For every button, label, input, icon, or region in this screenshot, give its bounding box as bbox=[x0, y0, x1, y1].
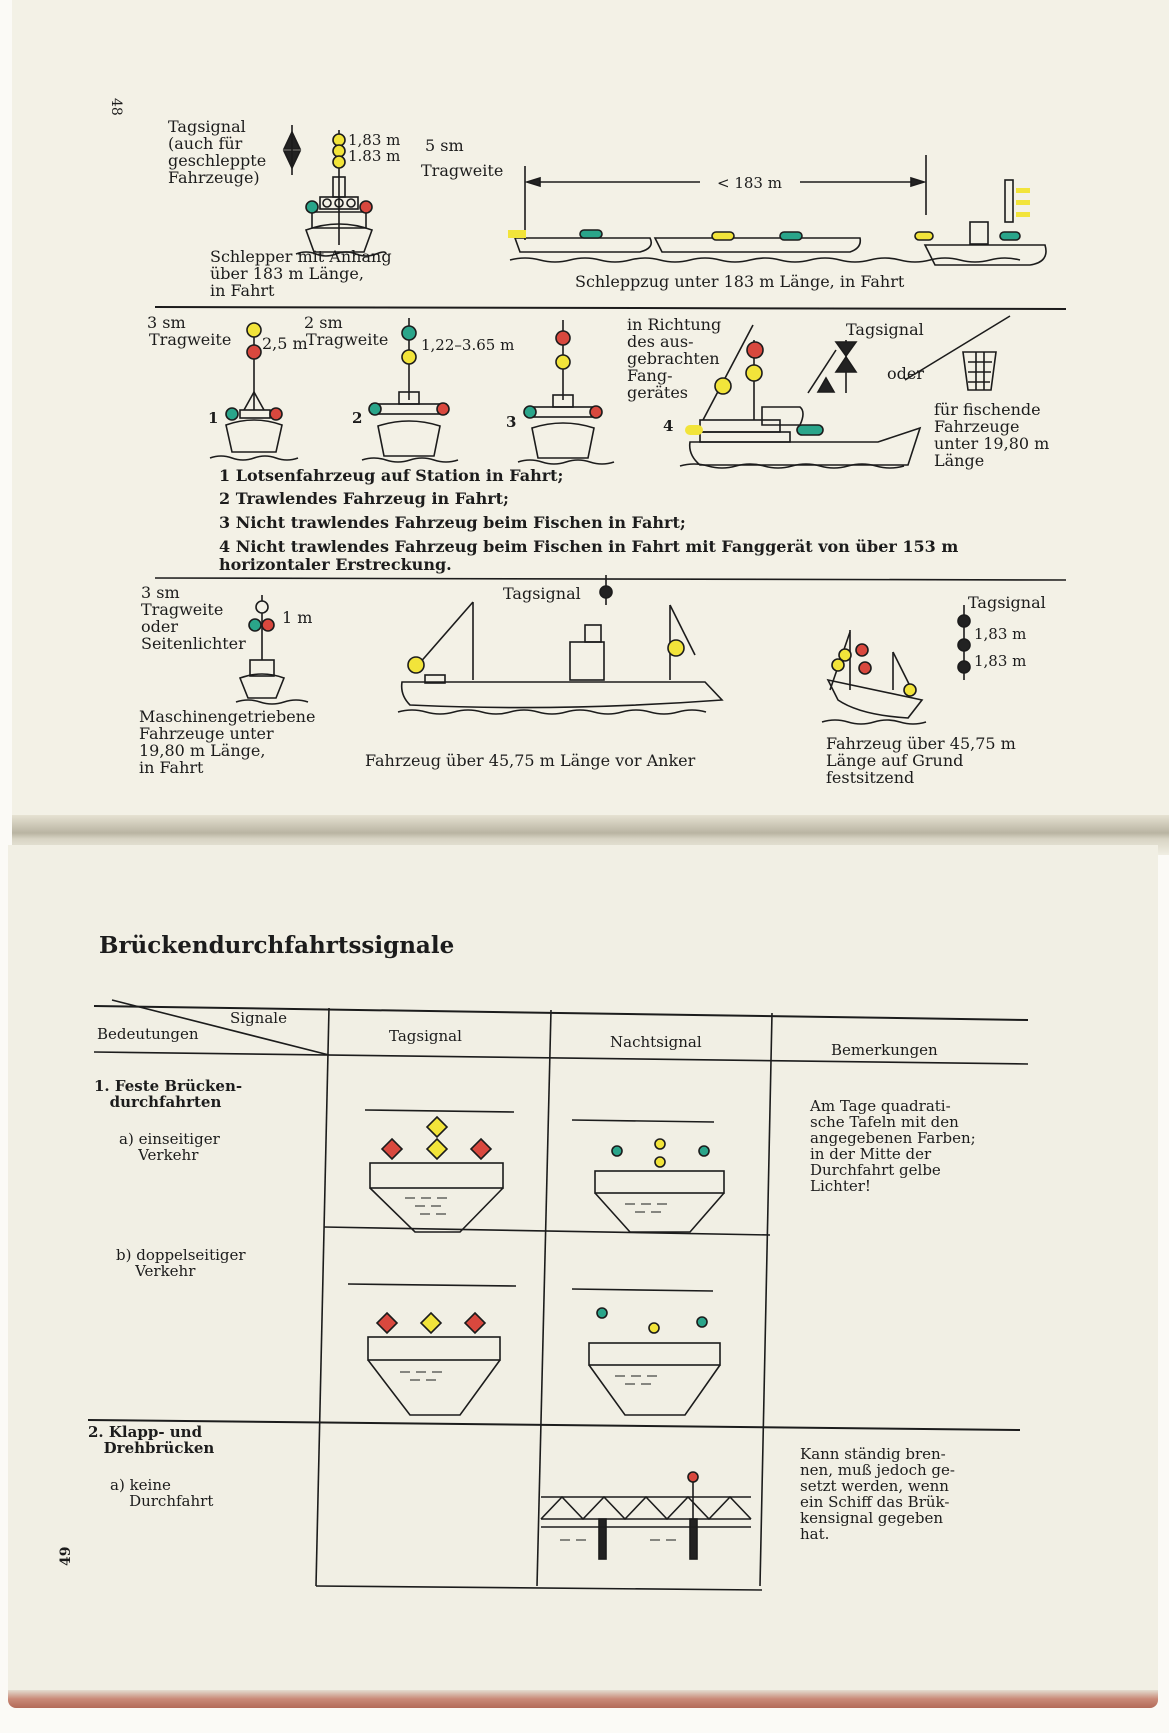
divider bbox=[154, 577, 1067, 581]
legend-text: Nicht trawlendes Fahrzeug beim Fischen i… bbox=[235, 513, 686, 532]
tagsignal-note: Tagsignal (auch für geschleppte Fahrzeug… bbox=[168, 117, 267, 187]
table-corner-bedeutungen: Bedeutungen bbox=[97, 1025, 199, 1043]
anchored-vessel-drawing bbox=[397, 575, 724, 715]
light-spacing: 1 m bbox=[282, 608, 313, 627]
page-number: 48 bbox=[108, 98, 124, 116]
light-distance: 1,83 m bbox=[348, 131, 401, 149]
row-title: 2. Klapp- und Drehbrücken bbox=[88, 1423, 215, 1457]
trawler-drawing bbox=[361, 318, 459, 463]
oder-label: oder bbox=[887, 364, 924, 383]
small-vessel-note: für fischende Fahrzeuge unter 19,80 m Lä… bbox=[934, 400, 1050, 470]
figure-number: 4 bbox=[663, 417, 674, 435]
figure-number: 1 bbox=[208, 409, 219, 427]
fixed-bridge-one-way-night-signal bbox=[571, 1119, 725, 1233]
gear-direction-note: in Richtung des aus- gebrachten Fang- ge… bbox=[627, 315, 722, 402]
bridge-signal-table-grid bbox=[87, 999, 1029, 1591]
tagsignal-label: Tagsignal bbox=[503, 584, 581, 603]
range-value: 2 sm bbox=[304, 313, 343, 332]
light-spacing: 1,22–3.65 m bbox=[421, 336, 515, 354]
book-edge bbox=[8, 1690, 1158, 1708]
legend-num: 3 bbox=[219, 513, 231, 532]
light-distance: 1.83 m bbox=[348, 147, 401, 165]
page-title: Brückendurchfahrtssignale bbox=[99, 932, 455, 959]
figure-number: 2 bbox=[352, 409, 363, 427]
caption-aground: Fahrzeug über 45,75 m Länge auf Grund fe… bbox=[826, 734, 1016, 787]
figure-number: 3 bbox=[506, 413, 517, 431]
grounded-vessel-drawing bbox=[821, 605, 971, 725]
small-motor-vessel-drawing bbox=[235, 595, 309, 705]
legend-num: 1 bbox=[219, 466, 231, 485]
caption-anchored: Fahrzeug über 45,75 m Länge vor Anker bbox=[365, 751, 696, 770]
tagsignal-label: Tagsignal bbox=[846, 320, 924, 339]
range-label: Tragweite bbox=[149, 330, 232, 349]
range-value: 5 sm bbox=[425, 136, 464, 155]
legend-text: Lotsenfahrzeug auf Station in Fahrt; bbox=[235, 466, 564, 485]
drawbridge-no-passage-night-signal bbox=[540, 1471, 752, 1560]
legend-num: 2 bbox=[219, 489, 231, 508]
fishing-vessel-drawing bbox=[517, 320, 615, 465]
range-label: Tragweite bbox=[306, 330, 389, 349]
row-sub-a: a) einseitiger Verkehr bbox=[119, 1130, 220, 1164]
range-label: Tragweite bbox=[421, 161, 504, 180]
table-corner-signale: Signale bbox=[230, 1009, 287, 1027]
row-sub-a: a) keine Durchfahrt bbox=[110, 1476, 214, 1510]
fishing-vessel-gear-drawing bbox=[679, 315, 1011, 469]
page-49 bbox=[8, 845, 1158, 1695]
caption-tow-train: Schleppzug unter 183 m Länge, in Fahrt bbox=[575, 272, 905, 291]
fixed-bridge-two-way-day-signal bbox=[347, 1283, 517, 1416]
column-header-nachtsignal: Nachtsignal bbox=[610, 1033, 702, 1051]
column-header-bemerkungen: Bemerkungen bbox=[831, 1041, 938, 1059]
legend-num: 4 bbox=[219, 537, 231, 556]
column-header-tagsignal: Tagsignal bbox=[389, 1027, 462, 1045]
divider bbox=[154, 306, 1067, 310]
range-value: 3 sm bbox=[147, 313, 186, 332]
page-number: 49 bbox=[58, 1546, 74, 1566]
caption-small-motor-vessel: Maschinengetriebene Fahrzeuge unter 19,8… bbox=[139, 707, 316, 777]
range-note: 3 sm Tragweite oder Seitenlichter bbox=[141, 583, 246, 653]
legend-text: Trawlendes Fahrzeug in Fahrt; bbox=[235, 489, 509, 508]
ball-distance: 1,83 m bbox=[974, 652, 1027, 670]
light-spacing: 2,5 m bbox=[262, 334, 308, 353]
row-sub-b: b) doppelseitiger Verkehr bbox=[116, 1246, 246, 1280]
tow-train-drawing bbox=[508, 155, 1047, 266]
legend-text: Nicht trawlendes Fahrzeug beim Fischen i… bbox=[219, 537, 959, 574]
tow-length: < 183 m bbox=[713, 175, 786, 191]
caption-tug: Schlepper mit Anhang über 183 m Länge, i… bbox=[210, 247, 392, 300]
row-remark: Am Tage quadrati- sche Tafeln mit den an… bbox=[810, 1097, 976, 1195]
pilot-vessel-drawing bbox=[209, 322, 299, 461]
ball-distance: 1,83 m bbox=[974, 625, 1027, 643]
row-remark: Kann ständig bren- nen, muß jedoch ge- s… bbox=[800, 1445, 955, 1543]
tagsignal-label: Tagsignal bbox=[968, 593, 1046, 612]
fixed-bridge-one-way-day-signal bbox=[364, 1109, 515, 1233]
tug-with-tow-drawing bbox=[282, 125, 387, 257]
row-title: 1. Feste Brücken- durchfahrten bbox=[94, 1077, 243, 1111]
fixed-bridge-two-way-night-signal bbox=[571, 1288, 721, 1416]
